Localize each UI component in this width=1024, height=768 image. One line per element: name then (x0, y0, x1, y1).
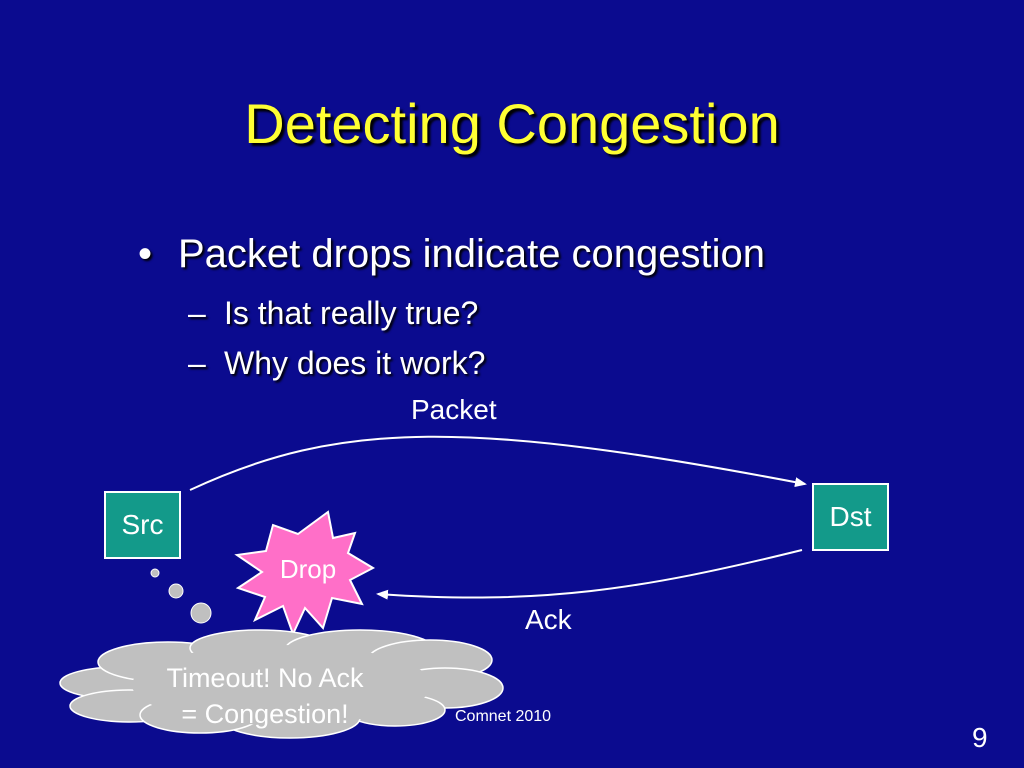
sub-bullet-item: –Why does it work? (188, 347, 485, 379)
dst-node-label: Dst (829, 501, 872, 532)
thought-line: Timeout! No Ack (166, 663, 364, 693)
bullet-item: • Packet drops indicate congestion (138, 234, 765, 274)
bullet-text: Packet drops indicate congestion (178, 232, 766, 276)
ack-label: Ack (525, 604, 572, 635)
sub-bullet-marker: – (188, 295, 206, 331)
thought-line: = Congestion! (181, 699, 349, 729)
packet-arrow (189, 435, 807, 491)
thought-cloud-text: Timeout! No Ack = Congestion! (110, 660, 420, 732)
sub-bullet-text: Why does it work? (224, 345, 486, 381)
thought-dot-icon (190, 602, 212, 624)
src-node: Src (104, 491, 181, 559)
drop-label: Drop (279, 554, 337, 584)
ack-arrow (376, 549, 803, 600)
thought-cloud-icon (59, 629, 504, 739)
sub-bullet-marker: – (188, 345, 206, 381)
thought-dot-icon (150, 568, 160, 578)
footer-text: Comnet 2010 (455, 708, 552, 725)
sub-bullet-text: Is that really true? (224, 295, 479, 331)
slide-title: Detecting Congestion (244, 92, 780, 155)
dst-node: Dst (812, 483, 889, 551)
thought-dot-icon (168, 583, 184, 599)
drop-burst-icon (234, 510, 376, 637)
packet-label: Packet (411, 394, 497, 425)
sub-bullet-item: –Is that really true? (188, 297, 478, 329)
bullet-marker: • (138, 232, 153, 276)
src-node-label: Src (121, 509, 164, 540)
page-number: 9 (972, 722, 988, 753)
